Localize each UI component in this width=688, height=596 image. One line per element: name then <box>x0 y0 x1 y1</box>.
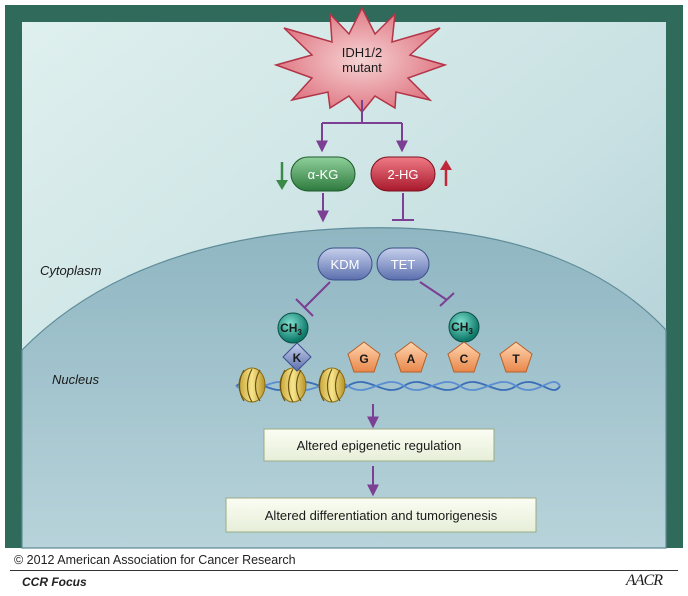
lysine-diamond <box>282 342 312 372</box>
tet-node <box>376 247 430 281</box>
2hg-increase-arrow-icon <box>440 160 452 186</box>
base-a: A <box>394 341 428 373</box>
differentiation-text: Altered differentiation and tumorigenesi… <box>265 508 498 523</box>
kdm-node <box>317 247 373 281</box>
nucleus-label: Nucleus <box>52 372 99 387</box>
differentiation-box <box>225 497 537 533</box>
epigenetic-text: Altered epigenetic regulation <box>297 438 462 453</box>
histone-ch-sub: 3 <box>297 328 302 337</box>
two-hg-label: 2-HG <box>387 167 418 182</box>
series-title: CCR Focus <box>22 575 87 589</box>
kdm-inhibition-line <box>295 281 331 317</box>
nucleosome-1 <box>238 367 266 403</box>
cytoplasm-label: Cytoplasm <box>40 263 102 278</box>
base-g: G <box>347 341 381 373</box>
base-t-label: T <box>512 352 520 366</box>
footer-divider <box>10 570 678 571</box>
idh-line1: IDH1/2 <box>342 45 382 60</box>
kdm-label: KDM <box>331 257 360 272</box>
two-hg-node <box>370 156 436 192</box>
dna-ch: CH <box>451 320 468 334</box>
base-c: C <box>447 341 481 373</box>
dna-methyl-label: CH3 <box>451 320 473 336</box>
base-g-label: G <box>359 352 368 366</box>
base-a-label: A <box>407 352 416 366</box>
nucleosome-3 <box>318 367 346 403</box>
dna-ch-sub: 3 <box>468 327 473 336</box>
idh-branch-connector <box>316 100 408 153</box>
lysine-label: K <box>293 351 302 365</box>
idh-line2: mutant <box>342 60 382 75</box>
alpha-kg-node <box>290 156 356 192</box>
epigenetic-box <box>263 428 495 462</box>
tet-label: TET <box>391 257 416 272</box>
akg-decrease-arrow-icon <box>276 162 288 190</box>
histone-ch: CH <box>280 321 297 335</box>
2hg-inhibition-bar <box>392 193 414 221</box>
base-t: T <box>499 341 533 373</box>
nucleosome-2 <box>279 367 307 403</box>
alpha-kg-label: α-KG <box>308 167 339 182</box>
publisher-logo: AACR <box>626 572 663 589</box>
copyright-text: © 2012 American Association for Cancer R… <box>14 553 296 567</box>
tet-inhibition-line <box>419 281 455 307</box>
base-c-label: C <box>460 352 469 366</box>
histone-methyl-group <box>277 312 309 344</box>
histone-methyl-label: CH3 <box>280 321 302 337</box>
